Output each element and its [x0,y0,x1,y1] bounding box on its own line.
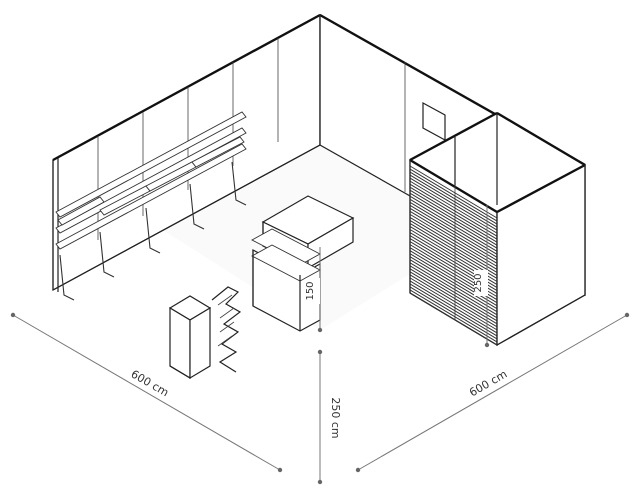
counter-height-text: 150 [305,281,316,300]
cabin-slat [409,286,498,340]
counter-height-label: 150 [305,278,320,304]
cabin-slat [409,189,498,243]
cabin-slat [409,268,498,322]
left-wall-shelves [55,111,247,301]
cabin-slat [409,195,498,249]
cabin-slat [409,165,498,219]
cabin-slat [409,204,498,258]
cabin-slat [409,265,498,319]
cabin-slat [409,216,498,270]
cabin-slats [409,165,498,346]
cabin-slat [409,256,498,310]
height-text: 250 cm [329,397,342,438]
cabin-slat [409,274,498,328]
cabin-slat [409,277,498,331]
cabin-height-label: 250 [473,270,488,296]
height-label: 250 cm [321,395,342,441]
cabin-slat [409,192,498,246]
cabin-slat [409,226,498,279]
cabin-slat [409,213,498,267]
dimension-lines [10,205,630,485]
cabin-slat [409,171,498,225]
cabin-slat [409,207,498,261]
cabin-slat [409,262,498,316]
cabin-slat [409,174,498,228]
cabin-slat [409,201,498,255]
left-width-label: 600 cm [126,365,173,401]
cabin-height-text: 250 [473,273,484,292]
cabin-slat [409,219,498,273]
cabin-slat [409,283,498,337]
cabin-slat [409,271,498,325]
cabin-slat [409,210,498,264]
right-width-label: 600 cm [465,365,512,401]
cabin-slat [409,259,498,313]
reception-counter [168,286,242,380]
cabin-slat [409,223,498,276]
cabin-slat [409,280,498,334]
cabin-slat [409,183,498,237]
storage-cabin [408,111,587,347]
cabin-slat [409,292,498,346]
center-shelf-unit [251,228,321,332]
left-wall [52,13,321,292]
cabin-slat [409,180,498,234]
cabin-slat [409,253,498,307]
cabin-slat [409,168,498,222]
cabin-slat [409,177,498,231]
cabin-slat [409,198,498,252]
cabin-slat [409,186,498,240]
cabin-slat [409,289,498,343]
